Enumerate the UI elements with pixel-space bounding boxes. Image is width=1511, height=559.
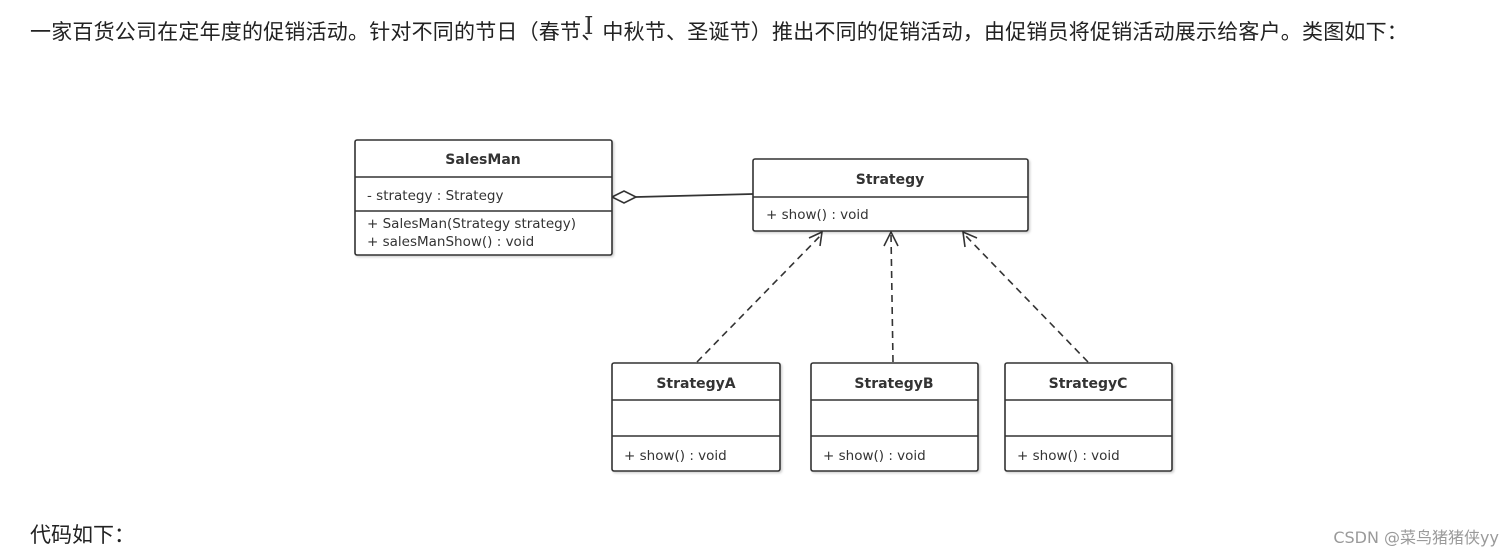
operation-show-c: + show() : void	[1017, 448, 1120, 464]
realization-connector-b	[883, 230, 899, 363]
class-strategy-c: StrategyC + show() : void	[1004, 362, 1173, 472]
operation-show: + show() : void	[766, 207, 869, 223]
code-section-label: 代码如下：	[30, 523, 135, 547]
aggregation-connector	[610, 190, 754, 204]
intro-paragraph: 一家百货公司在定年度的促销活动。针对不同的节日（春节、中秋节、圣诞节）推出不同的…	[30, 20, 1408, 44]
class-strategy: Strategy + show() : void	[752, 158, 1029, 232]
operation-constructor: + SalesMan(Strategy strategy)	[367, 216, 576, 232]
text-cursor-icon: I	[584, 12, 594, 40]
class-name-strategy-a: StrategyA	[656, 376, 735, 392]
class-name-strategy: Strategy	[856, 172, 924, 188]
class-name-strategy-c: StrategyC	[1049, 376, 1128, 392]
operation-show-b: + show() : void	[823, 448, 926, 464]
class-strategy-a: StrategyA + show() : void	[611, 362, 781, 472]
attribute-strategy: - strategy : Strategy	[367, 188, 503, 204]
class-strategy-b: StrategyB + show() : void	[810, 362, 979, 472]
csdn-watermark: CSDN @菜鸟猪猪侠yy	[1333, 528, 1499, 547]
class-name-strategy-b: StrategyB	[854, 376, 933, 392]
operation-salesmanshow: + salesManShow() : void	[367, 234, 534, 250]
realization-connector-c	[962, 230, 1089, 363]
operation-show-a: + show() : void	[624, 448, 727, 464]
class-name-salesman: SalesMan	[445, 152, 521, 168]
class-salesman: SalesMan - strategy : Strategy + SalesMa…	[354, 139, 613, 256]
realization-connector-a	[696, 230, 823, 363]
